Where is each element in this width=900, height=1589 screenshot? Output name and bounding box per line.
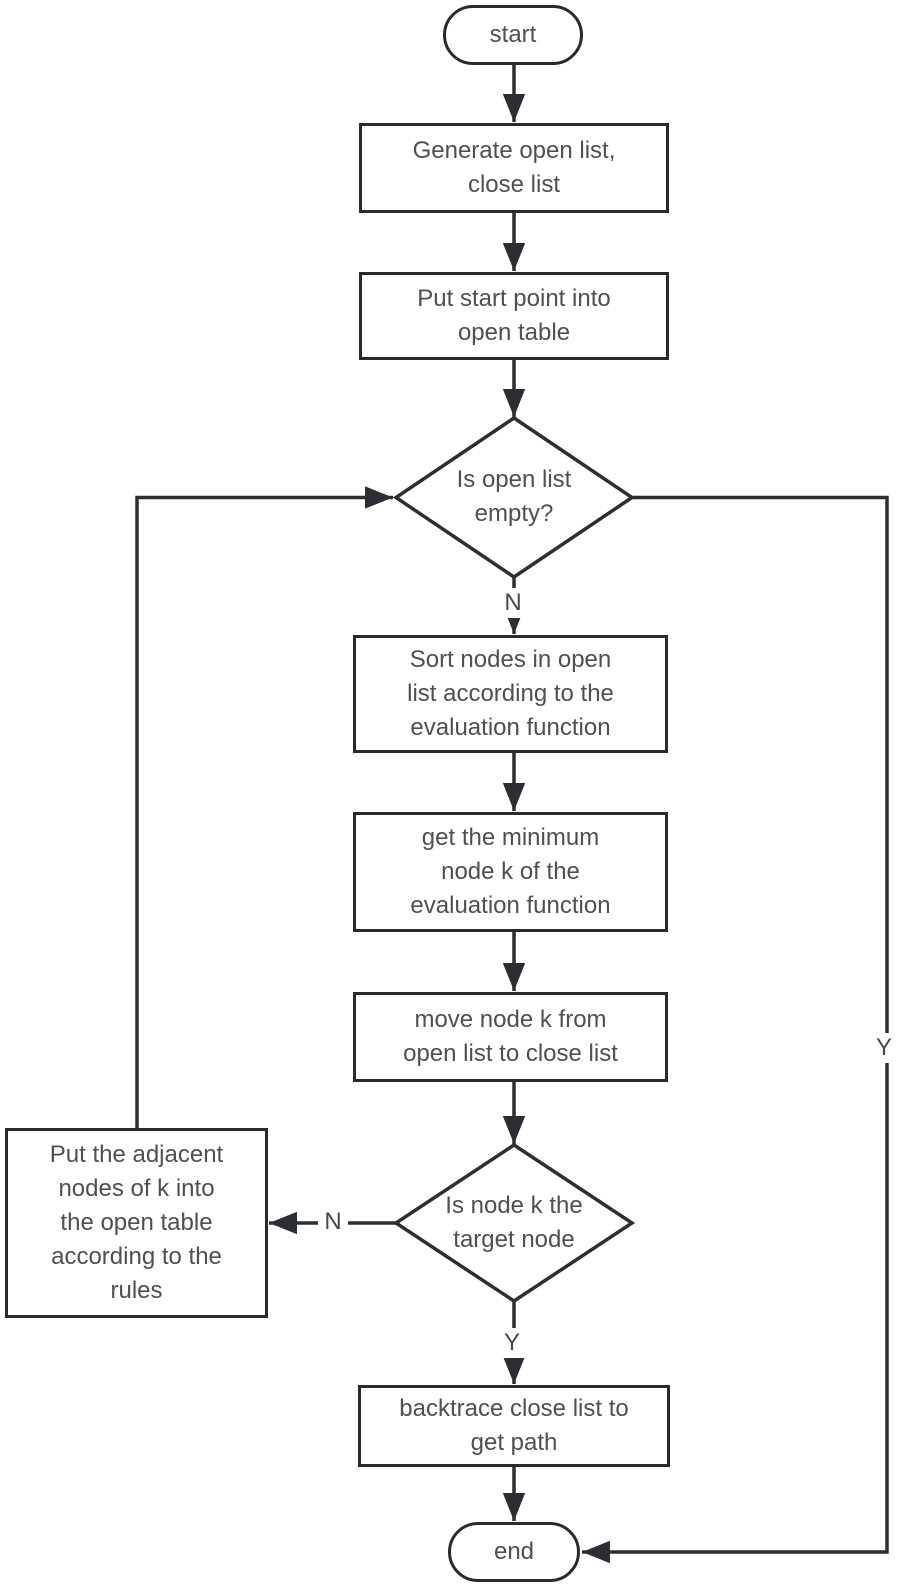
node-backtrace-label: backtrace close list to get path	[399, 1395, 629, 1456]
node-put-start-point-label: Put start point into open table	[417, 285, 611, 346]
edge-label-decision1-yes: Y	[869, 1033, 899, 1063]
edge-label-decision1-no: N	[499, 588, 527, 618]
edge-label-decision2-yes: Y	[498, 1328, 526, 1358]
decision-is-target-node-label: Is node k the target node	[445, 1192, 583, 1253]
node-put-adjacent-nodes-label: Put the adjacent nodes of k into the ope…	[49, 1141, 224, 1304]
node-generate-lists: Generate open list, close list	[359, 123, 669, 213]
node-backtrace: backtrace close list to get path	[358, 1385, 670, 1467]
node-move-node-k-label: move node k from open list to close list	[403, 1006, 618, 1067]
node-end: end	[448, 1522, 580, 1582]
decision-open-list-empty: Is open list empty?	[404, 458, 624, 536]
node-generate-lists-label: Generate open list, close list	[412, 137, 616, 198]
decision-is-target-node-shape	[392, 1142, 636, 1304]
edge-adjacent-loop-to-decision1	[135, 486, 393, 1128]
edge-decision1-yes-to-end	[582, 495, 889, 1564]
node-sort-nodes: Sort nodes in open list according to the…	[353, 635, 668, 753]
decision-open-list-empty-shape	[392, 415, 636, 580]
node-put-start-point: Put start point into open table	[359, 272, 669, 360]
decision-open-list-empty-label: Is open list empty?	[456, 466, 572, 527]
node-start-label: start	[489, 21, 537, 48]
decision-is-target-node: Is node k the target node	[404, 1184, 624, 1262]
node-end-label: end	[493, 1538, 535, 1565]
node-start: start	[443, 5, 583, 65]
node-get-minimum-label: get the minimum node k of the evaluation…	[410, 824, 611, 919]
node-move-node-k: move node k from open list to close list	[353, 992, 668, 1082]
node-sort-nodes-label: Sort nodes in open list according to the…	[407, 646, 614, 741]
node-put-adjacent-nodes: Put the adjacent nodes of k into the ope…	[5, 1128, 268, 1318]
node-get-minimum: get the minimum node k of the evaluation…	[353, 812, 668, 932]
edge-label-decision2-no: N	[318, 1207, 348, 1237]
